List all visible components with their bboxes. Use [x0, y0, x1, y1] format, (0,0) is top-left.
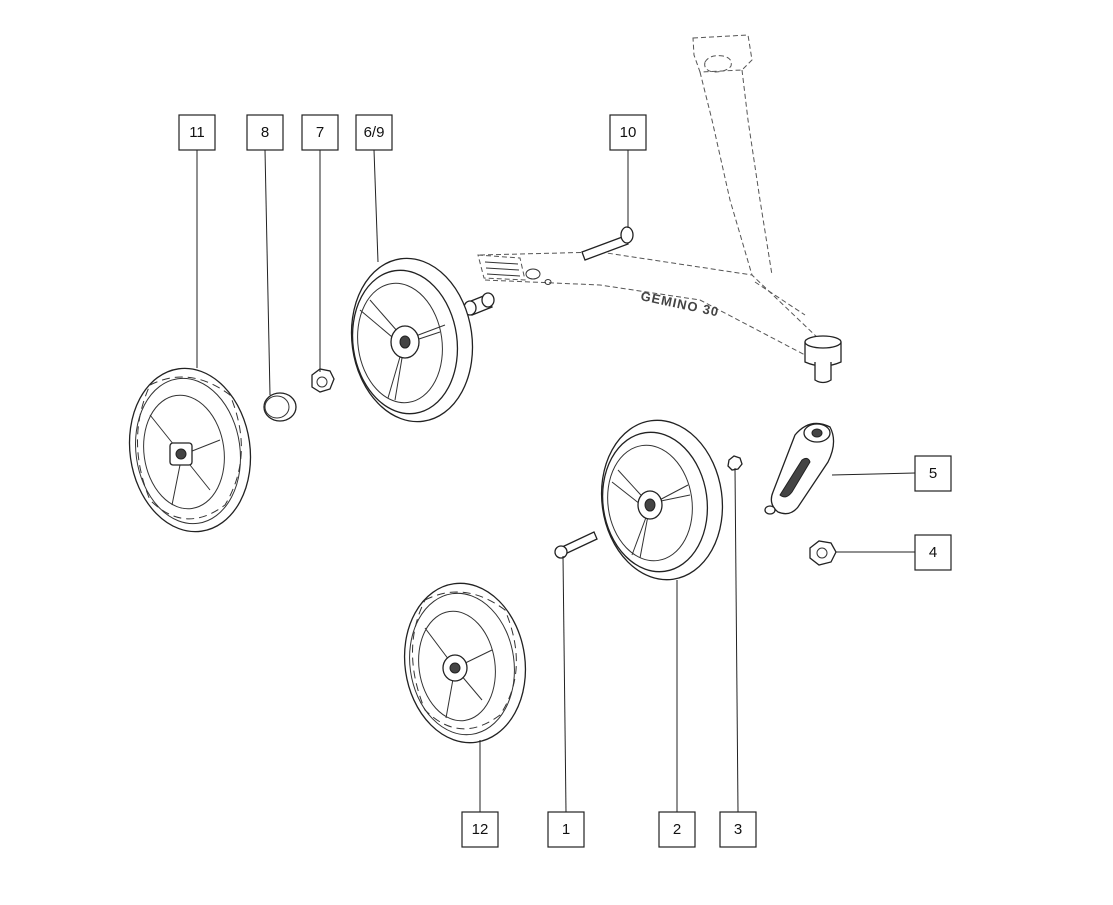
- part-1-bolt: [554, 531, 598, 559]
- part-10-pin: [581, 226, 634, 261]
- callout-5-label: 5: [929, 465, 937, 482]
- wheel-6-9: [350, 257, 474, 423]
- walker-frame: GEMINO 30: [477, 34, 842, 384]
- frame-brand-label: GEMINO 30: [639, 288, 720, 319]
- callout-3: 3: [719, 811, 757, 848]
- callout-1: 1: [547, 811, 585, 848]
- callout-2-label: 2: [673, 821, 681, 838]
- callout-1-label: 1: [562, 821, 570, 838]
- wheel-2: [600, 419, 724, 581]
- callout-11-label: 11: [189, 124, 205, 141]
- part-4-nut: [809, 540, 837, 566]
- callout-10: 10: [609, 114, 647, 151]
- callout-8: 8: [246, 114, 284, 151]
- callout-7: 7: [301, 114, 339, 151]
- callout-8-label: 8: [261, 124, 269, 141]
- part-5-bracket: [764, 422, 835, 515]
- callout-11: 11: [178, 114, 216, 151]
- part-8-cap: [263, 392, 297, 422]
- callout-4-label: 4: [929, 544, 937, 561]
- part-3-nut: [727, 455, 743, 471]
- callout-10-label: 10: [620, 124, 637, 141]
- callout-4: 4: [914, 534, 952, 571]
- callout-12-label: 12: [472, 821, 489, 838]
- callout-5: 5: [914, 455, 952, 492]
- part-7-nut: [311, 368, 335, 393]
- callout-3-label: 3: [734, 821, 742, 838]
- wheel-12: [403, 582, 527, 744]
- callout-7-label: 7: [316, 124, 324, 141]
- bushing: [463, 292, 495, 316]
- callout-2: 2: [658, 811, 696, 848]
- wheel-11: [128, 367, 252, 533]
- callout-12: 12: [461, 811, 499, 848]
- leader-lines: [196, 149, 916, 813]
- callout-6-9: 6/9: [355, 114, 393, 151]
- callout-6-9-label: 6/9: [364, 124, 385, 141]
